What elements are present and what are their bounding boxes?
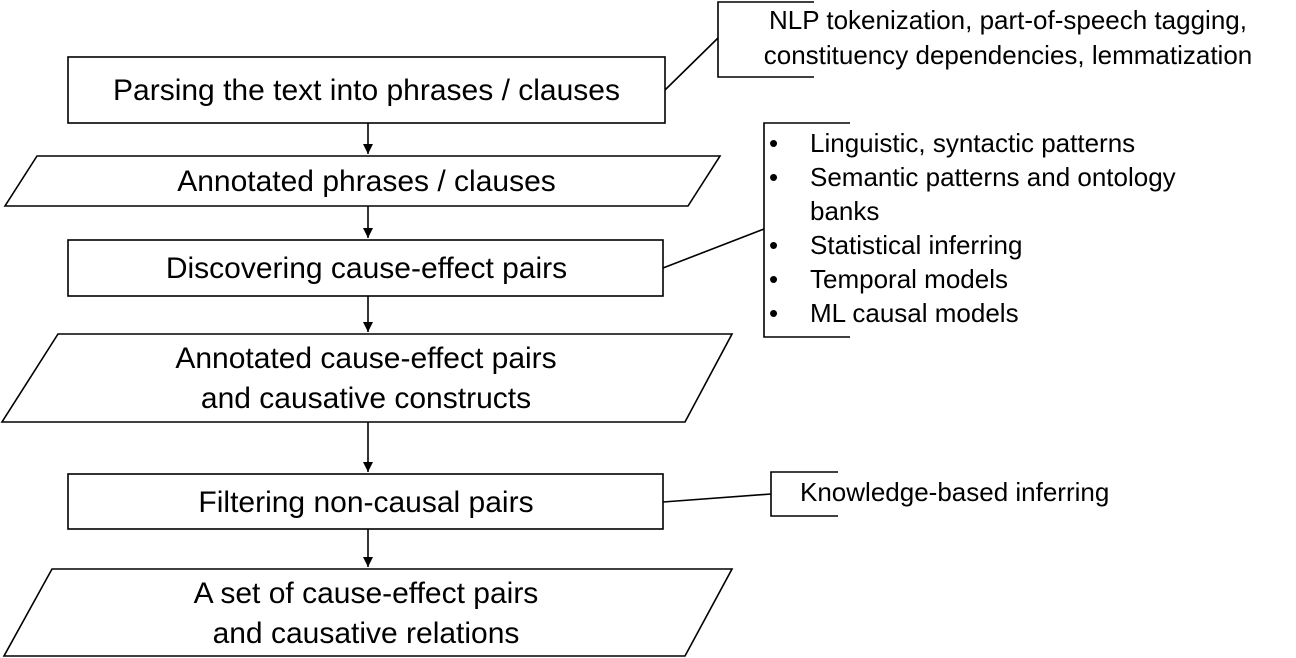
svg-text:Statistical inferring: Statistical inferring [810,230,1022,260]
svg-text:constituency dependencies, lem: constituency dependencies, lemmatization [764,40,1253,70]
svg-text:Filtering non-causal pairs: Filtering non-causal pairs [198,486,533,519]
bullet-text: Linguistic, syntactic patterns [810,128,1135,158]
bullet-item: • Temporal models [769,264,1008,294]
annotation-nlp: NLP tokenization, part-of-speech tagging… [664,1,1253,91]
bullet-symbol: • [769,264,778,294]
svg-text:ML causal models: ML causal models [810,298,1019,328]
bullet-item: • Statistical inferring [769,230,1022,260]
svg-text:Discovering cause-effect pairs: Discovering cause-effect pairs [166,252,567,285]
node-label-line-2: and causative constructs [201,382,531,415]
svg-text:Annotated phrases / clauses: Annotated phrases / clauses [177,165,556,198]
svg-text:A set of cause-effect pairs: A set of cause-effect pairs [194,577,539,610]
bullet-symbol: • [769,298,778,328]
node-label: Filtering non-causal pairs [198,486,533,519]
bullet-text: Statistical inferring [810,230,1022,260]
node-label: Parsing the text into phrases / clauses [113,74,620,107]
bullet-text: ML causal models [810,298,1019,328]
bullet-symbol: • [769,128,778,158]
node-label-line-1: A set of cause-effect pairs [194,577,539,610]
process-box-parsing: Parsing the text into phrases / clauses [67,56,666,124]
annotation-connector [662,493,772,503]
svg-text:Knowledge-based inferring: Knowledge-based inferring [800,477,1109,507]
svg-text:•: • [769,162,778,192]
process-box-discovering: Discovering cause-effect pairs [67,239,664,297]
bullet-symbol: • [769,230,778,260]
bullet-symbol: • [769,162,778,192]
annotation-bracket [763,122,850,338]
annotation-knowledge: Knowledge-based inferring [662,471,1109,517]
node-label-line-2: and causative relations [213,617,520,650]
svg-text:banks: banks [810,196,879,226]
annotation-methods: • Linguistic, syntactic patterns • Seman… [662,122,1176,338]
svg-text:•: • [769,298,778,328]
data-box-annotated-phrases: Annotated phrases / clauses [3,155,722,207]
annotation-line-2: constituency dependencies, lemmatization [764,40,1253,70]
svg-text:Annotated cause-effect pairs: Annotated cause-effect pairs [175,342,556,375]
annotation-bracket [717,1,814,78]
node-label: Annotated phrases / clauses [177,165,556,198]
annotation-line-1: NLP tokenization, part-of-speech tagging… [769,5,1247,35]
bullet-text-continued: banks [810,196,879,226]
bullet-item: • Semantic patterns and ontology banks [769,162,1176,226]
svg-text:Temporal models: Temporal models [810,264,1008,294]
svg-text:and causative relations: and causative relations [213,617,520,650]
annotation-connector [662,228,765,269]
node-label: Discovering cause-effect pairs [166,252,567,285]
svg-text:•: • [769,128,778,158]
svg-text:NLP tokenization, part-of-spee: NLP tokenization, part-of-speech tagging… [769,5,1247,35]
annotation-connector [664,37,719,91]
bullet-text: Temporal models [810,264,1008,294]
bullet-text: Semantic patterns and ontology [810,162,1176,192]
data-box-result: A set of cause-effect pairs and causativ… [2,568,734,657]
bullet-item: • ML causal models [769,298,1019,328]
node-label-line-1: Annotated cause-effect pairs [175,342,556,375]
svg-text:•: • [769,264,778,294]
svg-text:Parsing the text into phrases: Parsing the text into phrases / clauses [113,74,620,107]
svg-text:Linguistic, syntactic patterns: Linguistic, syntactic patterns [810,128,1135,158]
svg-text:and causative constructs: and causative constructs [201,382,531,415]
process-box-filtering: Filtering non-causal pairs [67,473,664,530]
annotation-line-1: Knowledge-based inferring [800,477,1109,507]
bullet-item: • Linguistic, syntactic patterns [769,128,1135,158]
data-box-annotated-pairs: Annotated cause-effect pairs and causati… [0,333,734,423]
svg-text:•: • [769,230,778,260]
annotation-bracket [770,471,838,517]
svg-text:Semantic patterns and ontology: Semantic patterns and ontology [810,162,1176,192]
